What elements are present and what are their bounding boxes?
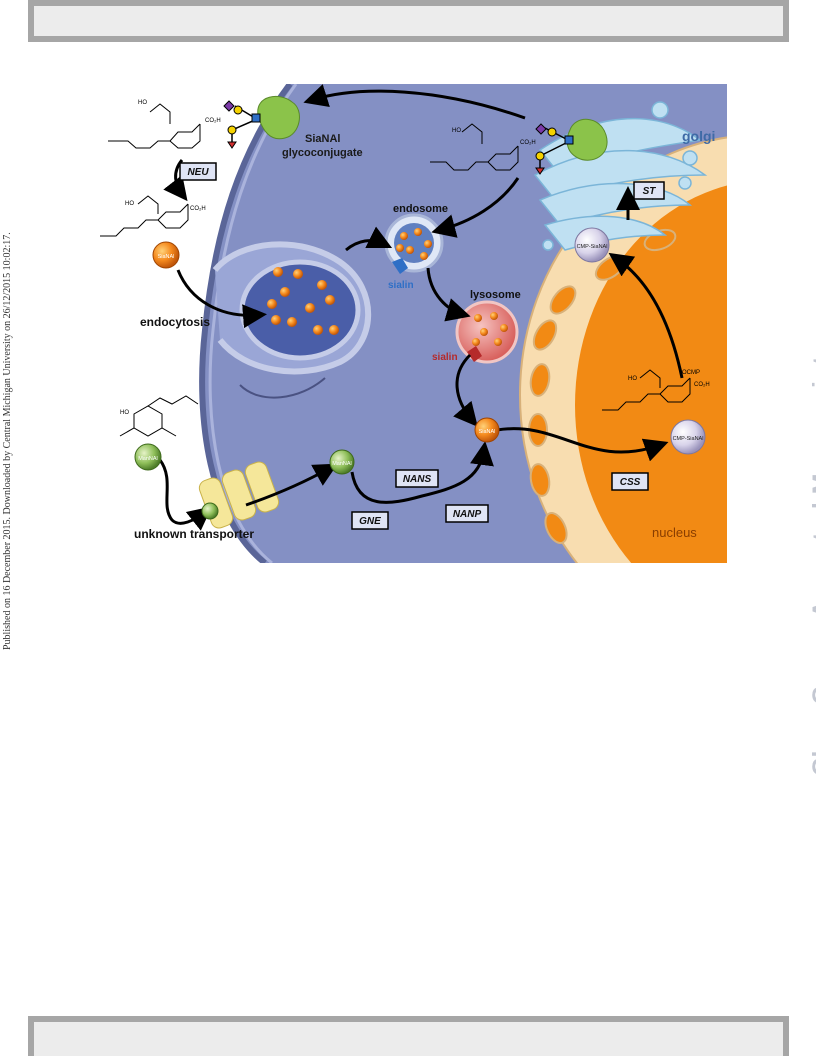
glycoconjugate-label-2: glycoconjugate [282,147,363,159]
cmp-label: OCMP [682,370,700,376]
css-box [611,472,649,491]
cmp-sianal-ball-2-label: CMP-SiaNAl [673,436,704,442]
header-bar [28,0,789,42]
nans-box [395,469,439,488]
structure-sianal-3 [430,123,519,171]
ho-label-4: HO [120,410,129,416]
sianal-ball-1-label: SiaNAl [158,254,175,260]
mannal-in-transport [201,502,219,520]
sianal-ball-1: SiaNAl [152,241,180,269]
gne-label: GNE [359,516,381,527]
nucleus-label: nucleus [652,525,697,540]
pathway-arrows [158,84,684,531]
transporter-protein [198,461,280,529]
footer-bar-inner [34,1022,783,1056]
endosome-label: endosome [393,203,448,215]
co2h-label-2: CO₂H [190,206,206,212]
ho-label-2: HO [125,201,134,207]
nans-label: NANS [403,474,432,485]
structure-sianal-1 [108,103,201,149]
co2h-label-1: CO₂H [205,118,221,124]
endocytosis-label: endocytosis [140,315,210,329]
gne-box [351,511,389,530]
structure-cmp-sianal [602,369,691,411]
sialin-label-2: sialin [432,352,458,363]
st-box [633,181,665,200]
st-label: ST [643,186,657,197]
mannal-ball-1-label: ManNAl [138,456,158,462]
ho-label-3: HO [452,128,461,134]
mannal-ball-1: ManNAl [134,443,162,471]
sianal-ball-2: SiaNAl [474,417,500,443]
mannal-ball-2: ManNAl [329,449,355,475]
transporter-label: unknown transporter [134,527,254,541]
sianal-ball-2-label: SiaNAl [479,429,496,435]
glycoconjugate-label-1: SiaNAl [305,133,340,145]
glycan-chain-2 [535,123,574,175]
neu-box [179,162,217,181]
css-label: CSS [620,477,641,488]
footer-bar [28,1016,789,1056]
structure-sianal-2 [100,195,189,237]
neu-label: NEU [187,167,209,178]
co2h-label-4: CO₂H [694,382,710,388]
ho-label-1: HO [138,100,147,106]
cmp-sianal-ball-1: CMP-SiaNAl [574,227,610,263]
vesicle-particles [267,228,508,346]
co2h-label-3: CO₂H [520,140,536,146]
ho-label-5: HO [628,376,637,382]
structure-mannal [119,395,199,437]
sialin-label-1: sialin [388,280,414,291]
nanp-label: NANP [453,509,482,520]
nanp-box [445,504,489,523]
lysosome-label: lysosome [470,289,521,301]
cmp-sianal-ball-1-label: CMP-SiaNAl [577,244,608,250]
glycan-chain-1 [223,100,261,149]
golgi-label: golgi [682,128,715,144]
header-bar-inner [34,6,783,36]
mannal-ball-2-label: ManNAl [332,461,352,467]
cmp-sianal-ball-2: CMP-SiaNAl [670,419,706,455]
